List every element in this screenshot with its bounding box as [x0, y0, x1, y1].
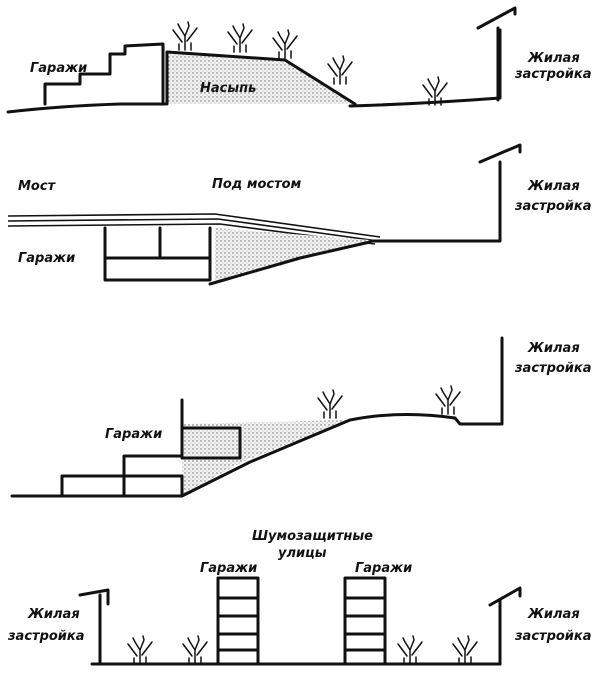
- panel-1: Гаражи Насыпь Жилая застройка: [6, 6, 592, 114]
- shrub-icon: [327, 55, 353, 85]
- housing-building-right: [488, 586, 522, 666]
- shrub-icon: [272, 29, 298, 59]
- garages-label: Гаражи: [30, 61, 87, 76]
- panel-4: Шумозащитные улицы Гаражи Гаражи Жилая з…: [7, 529, 592, 666]
- shrub-icon: [435, 385, 461, 415]
- noise-label-line1: Шумозащитные: [252, 529, 373, 544]
- garage-tower-left: [216, 576, 260, 666]
- embankment-outline: [165, 50, 357, 106]
- noise-label-line2: улицы: [278, 546, 327, 561]
- shrub-icon: [452, 635, 478, 665]
- garages-steps: [43, 42, 165, 106]
- shrub-icon: [172, 21, 198, 51]
- garages-right-label: Гаражи: [355, 561, 412, 576]
- under-bridge-label: Под мостом: [212, 177, 302, 192]
- garages-left-label: Гаражи: [200, 561, 257, 576]
- housing-left-line2: застройка: [7, 629, 85, 644]
- panel-3: Гаражи Жилая застройка: [10, 336, 592, 498]
- garages-steps: [60, 398, 242, 498]
- housing-label-line1: Жилая: [527, 179, 580, 194]
- embankment-outline: [208, 240, 372, 286]
- panel-2: Мост Под мостом Гаражи Жилая застройка: [7, 143, 592, 286]
- shrub-icon: [227, 23, 253, 53]
- housing-building: [476, 6, 517, 102]
- housing-label-line2: застройка: [514, 361, 592, 376]
- garages-under-bridge: [103, 226, 212, 282]
- shrub-icon: [317, 389, 343, 419]
- garages-label: Гаражи: [105, 427, 162, 442]
- ground-and-slope: [10, 336, 504, 498]
- housing-label-line1: Жилая: [527, 51, 580, 66]
- housing-right-line2: застройка: [514, 629, 592, 644]
- shrub-icon: [397, 635, 423, 665]
- housing-label-line2: застройка: [514, 67, 592, 82]
- shrub-icon: [182, 635, 208, 665]
- garages-label: Гаражи: [18, 251, 75, 266]
- shrub-icon: [127, 635, 153, 665]
- embankment-label: Насыпь: [200, 81, 256, 96]
- housing-building-left: [78, 588, 110, 666]
- ground-line: [368, 143, 522, 243]
- garage-tower-right: [343, 576, 387, 666]
- embankment-fill: [182, 420, 350, 496]
- bridge-label: Мост: [18, 179, 57, 194]
- housing-left-line1: Жилая: [27, 607, 80, 622]
- embankment-fill: [167, 52, 355, 104]
- housing-label-line2: застройка: [514, 199, 592, 214]
- housing-label-line1: Жилая: [527, 341, 580, 356]
- housing-right-line1: Жилая: [527, 607, 580, 622]
